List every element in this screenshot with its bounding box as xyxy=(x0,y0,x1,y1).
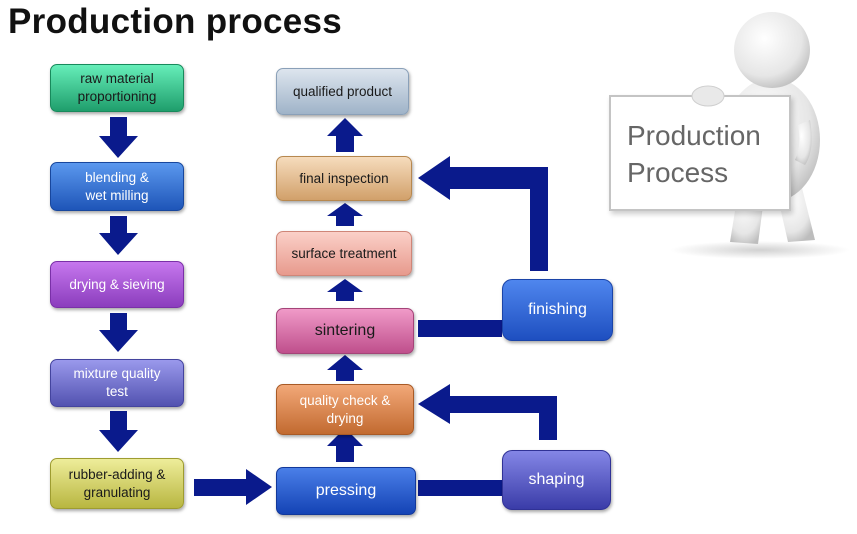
step-pressing: pressing xyxy=(276,467,416,515)
page-title: Production process xyxy=(8,2,343,41)
arrow-up-3 xyxy=(327,279,363,301)
arrow-down-2 xyxy=(99,216,138,255)
hand-icon xyxy=(691,85,725,107)
arrow-shaping-to-quality xyxy=(418,384,557,440)
arrow-up-4 xyxy=(327,203,363,226)
step-rubber-adding: rubber-adding &granulating xyxy=(50,458,184,509)
arrow-up-2 xyxy=(327,355,363,381)
arrow-up-5 xyxy=(327,118,363,152)
arrow-up-1 xyxy=(327,428,363,462)
step-blending: blending &wet milling xyxy=(50,162,184,211)
finishing-connector xyxy=(418,320,502,337)
shaping-connector xyxy=(418,480,502,496)
arrow-right-pressing xyxy=(194,469,272,505)
step-surface-treatment: surface treatment xyxy=(276,231,412,276)
step-sintering: sintering xyxy=(276,308,414,354)
step-drying-sieving: drying & sieving xyxy=(50,261,184,308)
arrow-down-3 xyxy=(99,313,138,352)
step-quality-check: quality check &drying xyxy=(276,384,414,435)
step-qualified-product: qualified product xyxy=(276,68,409,115)
step-shaping: shaping xyxy=(502,450,611,510)
arrow-down-1 xyxy=(99,117,138,158)
arrow-down-4 xyxy=(99,411,138,452)
step-final-inspection: final inspection xyxy=(276,156,412,201)
arrow-finishing-to-inspection xyxy=(418,156,548,271)
production-process-board: Production Process xyxy=(609,95,791,211)
step-finishing: finishing xyxy=(502,279,613,341)
